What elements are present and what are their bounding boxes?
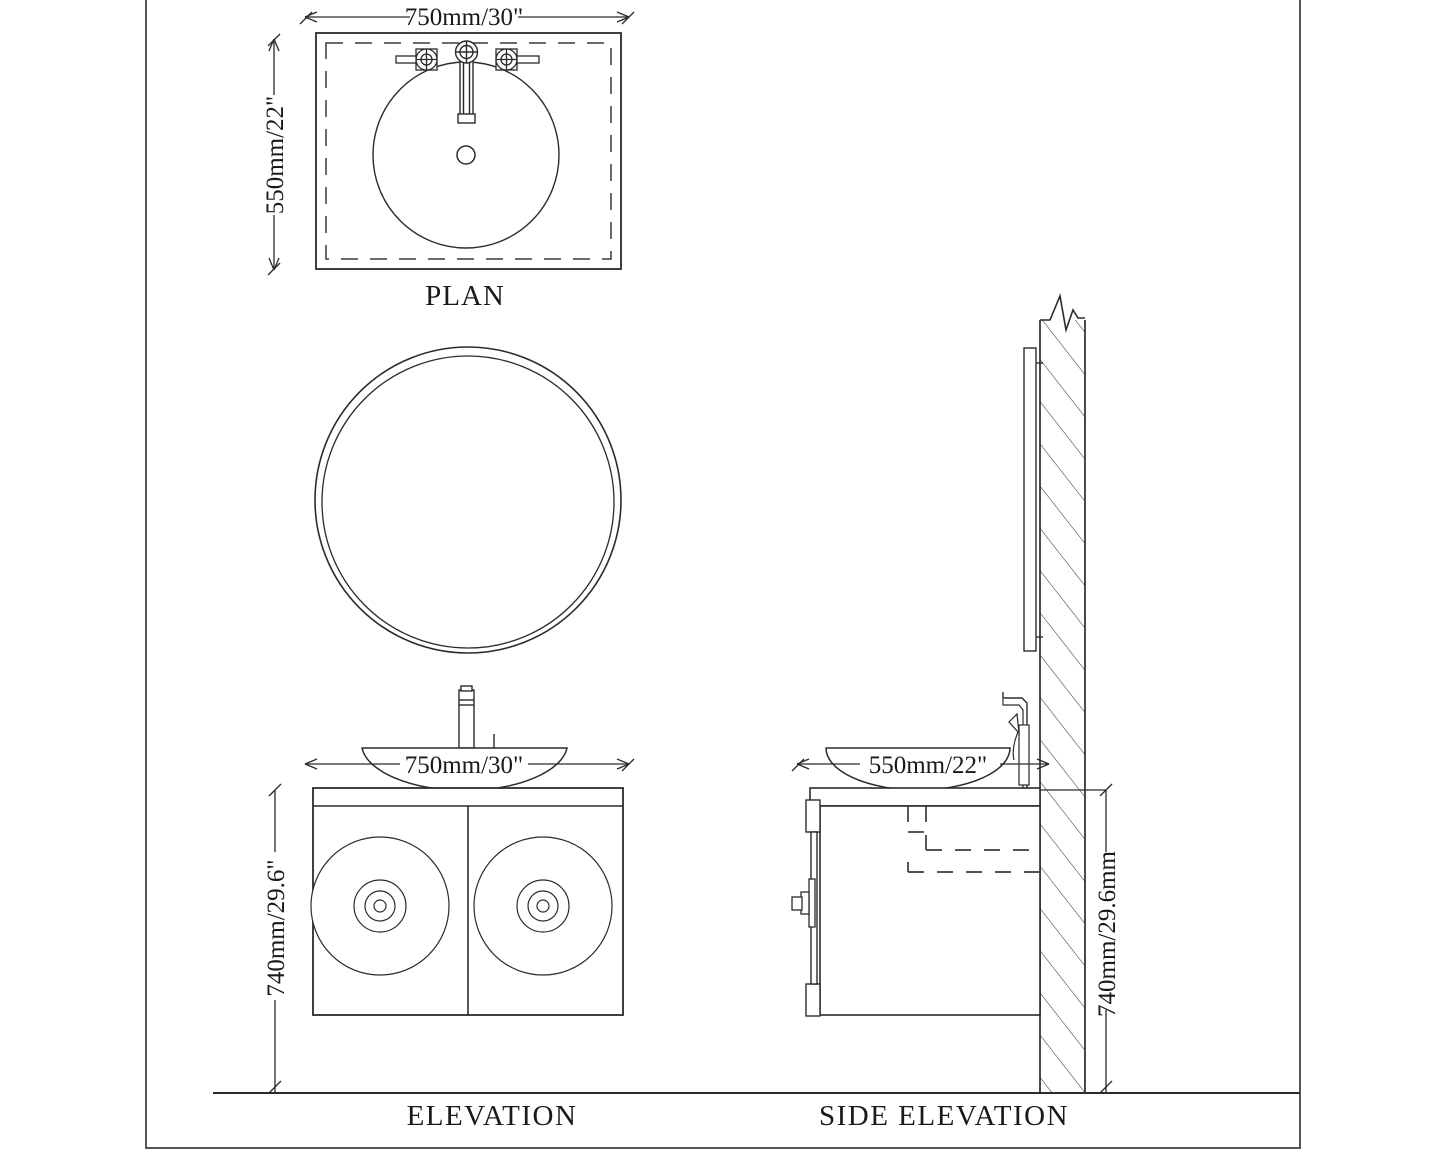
mirror-side-profile [1023,347,1043,652]
side-depth-dimension [791,758,1050,772]
elevation-view: 750mm/30" 740mm/29.6" ELEVATION [263,685,635,1132]
plan-width-dimension-label: 750mm/30" [405,4,524,31]
elevation-width-dimension-label: 750mm/30" [405,752,524,779]
drain-circle [456,145,476,165]
faucet-handle-right [495,48,540,71]
door-right-knob[interactable] [473,836,613,976]
wall-section-hatched [1039,320,1086,1093]
hidden-shelf-lines [907,806,1040,873]
side-faucet [1002,692,1030,800]
plan-depth-dimension [267,33,281,276]
elevation-label: ELEVATION [407,1100,578,1132]
plan-depth-dimension-label: 550mm/22" [262,96,289,215]
side-elevation-label: SIDE ELEVATION [819,1100,1069,1132]
side-depth-dimension-label: 550mm/22" [869,752,988,779]
elevation-faucet [458,685,495,749]
elevation-width-dimension [304,758,635,772]
door-left-knob[interactable] [310,836,450,976]
plan-width-dimension [299,11,635,25]
wall-break-line [1040,293,1085,334]
mirror-front-view [314,346,622,654]
elevation-height-dimension-label: 740mm/29.6" [263,859,290,996]
cabinet-handle[interactable] [791,878,816,928]
mirror-inner-circle [321,355,615,649]
elevation-height-dimension [268,783,282,1094]
plan-label: PLAN [425,280,505,312]
faucet-spout [454,40,479,124]
faucet-handle-left [395,48,438,71]
side-height-dimension-label: 740mm/29.6mm [1094,850,1121,1017]
countertop-inset-dashed [325,42,612,260]
plan-view: 750mm/30" 550mm/22" [262,4,635,312]
side-elevation-view: 550mm/22" [791,293,1121,1132]
sheet-border [145,0,1301,1149]
cabinet-side-body [819,805,1041,1016]
counter-slab [809,787,1041,807]
